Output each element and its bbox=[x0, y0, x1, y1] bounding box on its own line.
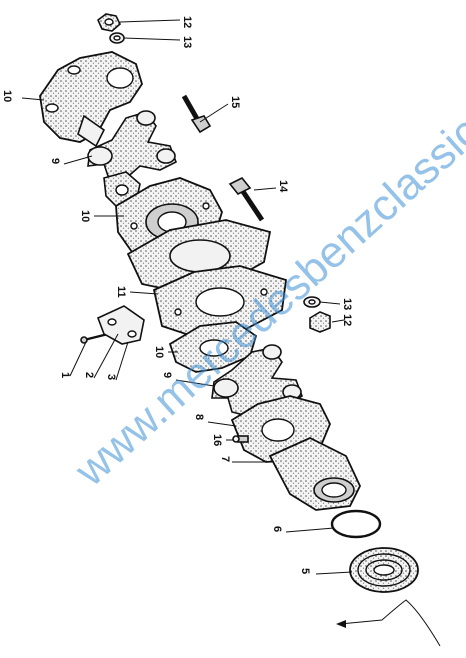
callout-10-mid: 10 bbox=[79, 210, 91, 222]
bolt-1 bbox=[80, 332, 109, 344]
callout-13-top: 13 bbox=[181, 36, 193, 48]
cover-plate-3 bbox=[96, 305, 145, 345]
bolt-15 bbox=[181, 94, 212, 134]
callout-13-right: 13 bbox=[341, 298, 353, 310]
callout-10-top: 10 bbox=[1, 90, 13, 102]
callout-3: 3 bbox=[105, 374, 117, 380]
washer-top bbox=[109, 32, 125, 44]
callout-7: 7 bbox=[219, 456, 231, 462]
rubber-boot bbox=[349, 547, 419, 593]
callout-14: 14 bbox=[277, 180, 289, 193]
callout-16: 16 bbox=[211, 434, 223, 446]
leader-lines bbox=[21, 19, 353, 575]
flange-yoke-upper bbox=[39, 51, 143, 148]
callout-1: 1 bbox=[59, 372, 71, 378]
callout-12-right: 12 bbox=[341, 314, 353, 326]
callout-6: 6 bbox=[271, 526, 283, 532]
callout-12-top: 12 bbox=[181, 16, 193, 28]
callout-15: 15 bbox=[229, 96, 241, 108]
callout-11: 11 bbox=[115, 286, 127, 298]
centering-flange bbox=[152, 265, 287, 339]
flange-yoke-lower bbox=[168, 321, 258, 373]
universal-joint-upper bbox=[87, 110, 178, 181]
callout-numbers: 12 13 10 15 9 14 10 11 13 12 10 1 2 3 9 … bbox=[1, 16, 353, 574]
nut-top bbox=[97, 13, 121, 32]
callout-2: 2 bbox=[83, 372, 95, 378]
grease-nipple bbox=[232, 435, 249, 443]
callout-9-lower: 9 bbox=[161, 372, 173, 378]
callout-9-top: 9 bbox=[49, 158, 61, 164]
callout-10-lower: 10 bbox=[153, 346, 165, 358]
splined-sleeve bbox=[268, 437, 361, 511]
nut-right bbox=[309, 311, 331, 333]
shaft-line-with-arrow bbox=[336, 599, 441, 647]
snap-ring bbox=[330, 509, 382, 539]
callout-8: 8 bbox=[193, 414, 205, 420]
bolt-14 bbox=[228, 176, 265, 222]
callout-5: 5 bbox=[299, 568, 311, 574]
